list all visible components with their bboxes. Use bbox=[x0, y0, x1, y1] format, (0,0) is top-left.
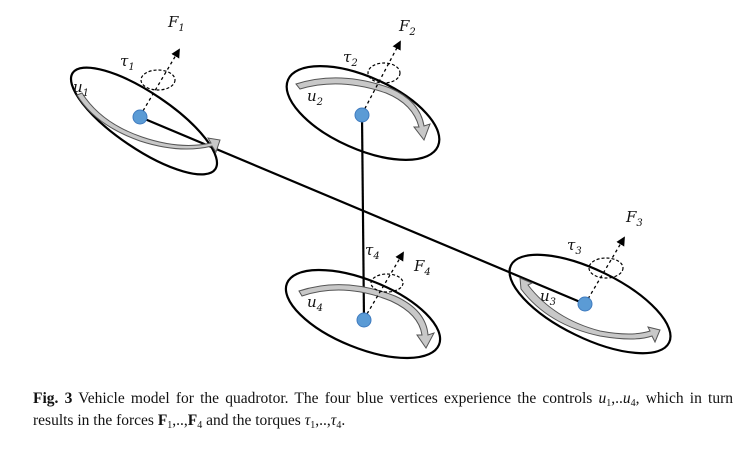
rotor-4-control-arrow bbox=[298, 284, 436, 349]
caption-text-1: Vehicle model for the quadrotor. The fou… bbox=[78, 390, 599, 407]
rotor-4: F4 τ4 u4 bbox=[284, 241, 442, 360]
rotor-3-disc bbox=[508, 253, 672, 355]
rotor-1: F1 τ1 u1 bbox=[69, 13, 221, 176]
caption-tau-last: τ bbox=[330, 412, 337, 429]
rotor-4-control-label: u4 bbox=[307, 293, 323, 314]
caption-text-2: , which in turn results in the forces bbox=[33, 390, 733, 429]
caption-u-first: u bbox=[598, 390, 607, 407]
rotor-4-force-label: F4 bbox=[413, 257, 431, 278]
rotor-2: F2 τ2 u2 bbox=[285, 17, 441, 161]
rotor-3-torque-label: τ3 bbox=[567, 236, 582, 257]
caption-range-sep-1: ,.. bbox=[611, 390, 623, 407]
rotor-3-torque-icon bbox=[588, 257, 624, 279]
rotor-1-force-arrow bbox=[139, 48, 180, 117]
caption-figure-label: Fig. 3 bbox=[33, 390, 73, 407]
rotor-1-torque-icon bbox=[140, 69, 176, 91]
rotor-2-control-arrow bbox=[295, 77, 431, 142]
caption-range-sep-3: ,.., bbox=[315, 412, 331, 429]
rotor-2-force-label: F2 bbox=[398, 17, 416, 38]
rotor-1-vertex bbox=[132, 109, 148, 125]
rotor-2-vertex bbox=[354, 107, 370, 123]
rotor-1-control-label: u1 bbox=[73, 78, 89, 99]
caption-text-4: . bbox=[341, 412, 346, 429]
caption-tau-last-sub: 4 bbox=[336, 420, 342, 431]
frame-arm-2-4 bbox=[360, 114, 366, 321]
rotor-2-torque-icon bbox=[367, 62, 401, 84]
rotor-2-torque-label: τ2 bbox=[343, 48, 358, 69]
rotor-2-control-label: u2 bbox=[307, 87, 323, 108]
rotor-1-torque-label: τ1 bbox=[120, 52, 135, 73]
rotor-1-control-arrow bbox=[76, 92, 221, 154]
caption-F-last: F bbox=[187, 412, 198, 429]
rotor-3-control-arrow bbox=[519, 277, 661, 344]
rotor-2-disc bbox=[285, 65, 441, 161]
rotor-3-control-label: u3 bbox=[540, 287, 556, 308]
caption-range-sep-2: ,.., bbox=[172, 412, 188, 429]
caption-F-last-sub: 4 bbox=[197, 420, 203, 431]
quadrotor-diagram: F1 τ1 u1 F2 τ2 u2 F3 τ3 u3 bbox=[69, 13, 672, 360]
rotor-4-torque-icon bbox=[370, 273, 404, 293]
rotor-1-force-label: F1 bbox=[167, 13, 185, 34]
rotor-2-force-arrow bbox=[361, 40, 401, 115]
caption-tau-first: τ bbox=[304, 412, 311, 429]
caption-u-last: u bbox=[622, 390, 631, 407]
rotor-3-vertex bbox=[577, 296, 593, 312]
caption-tau-first-sub: 1 bbox=[310, 420, 316, 431]
caption-F-first-sub: 1 bbox=[167, 420, 173, 431]
quadrotor-svg: F1 τ1 u1 F2 τ2 u2 F3 τ3 u3 bbox=[69, 13, 672, 360]
rotor-4-force-arrow bbox=[363, 251, 404, 320]
rotor-3: F3 τ3 u3 bbox=[508, 208, 672, 355]
rotor-3-force-arrow bbox=[584, 236, 625, 305]
caption-u-first-sub: 1 bbox=[606, 398, 612, 409]
rotor-4-disc bbox=[284, 268, 442, 360]
figure-caption: Fig. 3 Vehicle model for the quadrotor. … bbox=[33, 388, 733, 432]
caption-u-last-sub: 4 bbox=[630, 398, 636, 409]
rotor-1-disc bbox=[69, 66, 219, 176]
rotor-4-vertex bbox=[356, 312, 372, 328]
caption-text-3: and the torques bbox=[202, 412, 305, 429]
caption-F-first: F bbox=[157, 412, 168, 429]
rotor-3-force-label: F3 bbox=[625, 208, 643, 229]
rotor-4-torque-label: τ4 bbox=[365, 241, 380, 262]
